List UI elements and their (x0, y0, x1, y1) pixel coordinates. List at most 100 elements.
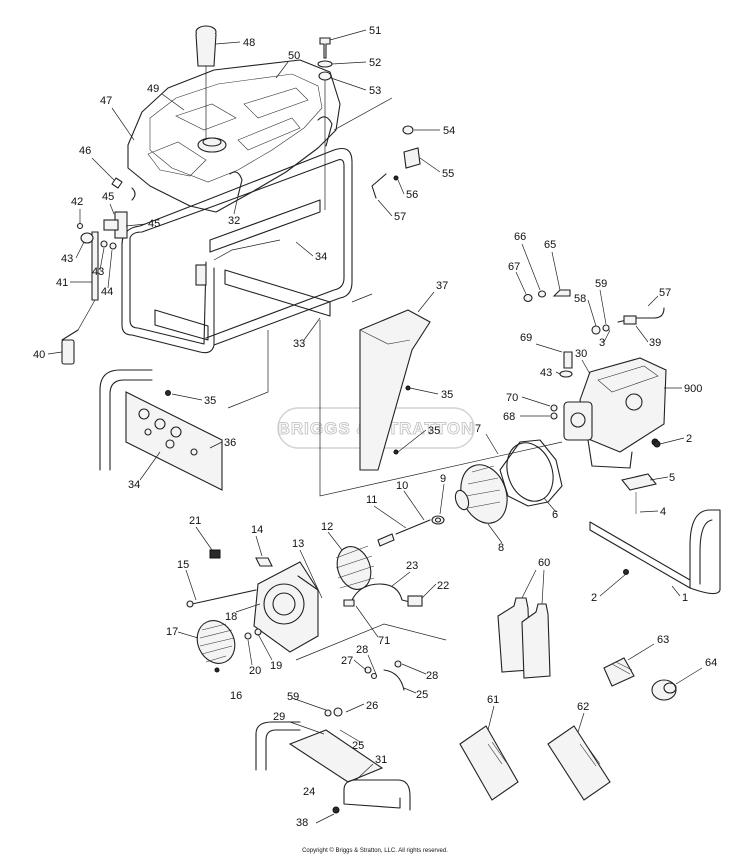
callout-69: 69 (520, 332, 532, 344)
tank-mount-hardware (317, 37, 333, 210)
callout-12: 12 (321, 521, 333, 533)
callout-41: 41 (56, 277, 68, 289)
callout-1: 1 (682, 592, 688, 604)
callout-43-b: 43 (92, 266, 104, 278)
end-cover (209, 549, 319, 653)
callout-54: 54 (443, 125, 455, 137)
callout-16: 16 (230, 690, 242, 702)
callout-17: 17 (166, 626, 178, 638)
callout-66: 66 (514, 231, 526, 243)
callout-44: 44 (101, 286, 113, 298)
frame (121, 147, 353, 354)
callout-45-b: 45 (148, 218, 160, 230)
engine-hardware (523, 289, 665, 448)
callout-68: 68 (503, 411, 515, 423)
callout-43: 43 (61, 253, 73, 265)
callout-57: 57 (394, 211, 406, 223)
callout-34-b: 34 (128, 479, 140, 491)
lower-frame (255, 709, 411, 814)
callout-20: 20 (249, 665, 261, 677)
callout-14: 14 (251, 524, 263, 536)
callout-36: 36 (224, 437, 236, 449)
callout-56: 56 (406, 189, 418, 201)
callout-10: 10 (396, 480, 408, 492)
end-grille (196, 620, 262, 673)
callout-8: 8 (498, 542, 504, 554)
callout-51: 51 (369, 25, 381, 37)
callout-30: 30 (575, 348, 587, 360)
callout-23: 23 (406, 560, 418, 572)
alternator (431, 439, 563, 525)
callout-47: 47 (100, 95, 112, 107)
callout-37: 37 (436, 280, 448, 292)
callout-27: 27 (341, 655, 353, 667)
manuals (459, 725, 611, 801)
callout-49: 49 (147, 83, 159, 95)
control-panel (99, 369, 223, 491)
callout-38: 38 (296, 817, 308, 829)
accessories (603, 657, 677, 701)
callout-25: 25 (416, 689, 428, 701)
callout-57-b: 57 (659, 287, 671, 299)
callout-65: 65 (544, 239, 556, 251)
callout-48: 48 (243, 37, 255, 49)
callout-18: 18 (225, 611, 237, 623)
tank-bracket-hardware (61, 177, 136, 365)
callout-45: 45 (102, 191, 114, 203)
callout-7: 7 (475, 423, 481, 435)
engine (563, 357, 667, 469)
callout-52: 52 (369, 57, 381, 69)
callout-39: 39 (649, 337, 661, 349)
callout-19: 19 (270, 660, 282, 672)
callout-9: 9 (440, 473, 446, 485)
wire-harness (343, 583, 423, 607)
callout-71: 71 (378, 635, 390, 647)
callout-6: 6 (552, 509, 558, 521)
callout-63: 63 (657, 634, 669, 646)
callout-24: 24 (303, 786, 315, 798)
callout-28-b: 28 (426, 670, 438, 682)
callout-4: 4 (660, 506, 666, 518)
callout-43-c: 43 (540, 367, 552, 379)
fuel-tank (127, 59, 341, 213)
callout-33: 33 (293, 338, 305, 350)
leader-lines (47, 29, 703, 824)
callout-53: 53 (369, 85, 381, 97)
callout-55: 55 (442, 168, 454, 180)
callout-11: 11 (366, 494, 377, 506)
callout-35-b: 35 (441, 389, 453, 401)
callout-13: 13 (292, 538, 304, 550)
callout-67: 67 (508, 261, 520, 273)
callout-21: 21 (189, 515, 201, 527)
oil-bottles (497, 597, 551, 679)
callout-50: 50 (288, 50, 300, 62)
callout-3: 3 (599, 337, 605, 349)
callout-32: 32 (228, 215, 240, 227)
callout-2-b: 2 (591, 592, 597, 604)
callout-29: 29 (273, 711, 285, 723)
fuel-fittings (371, 125, 421, 199)
callout-26: 26 (366, 700, 378, 712)
callout-60: 60 (538, 557, 550, 569)
callout-2: 2 (686, 433, 692, 445)
callout-34: 34 (315, 251, 327, 263)
callout-42: 42 (71, 196, 83, 208)
callout-5: 5 (669, 472, 675, 484)
callout-62: 62 (577, 701, 589, 713)
reference-lines (213, 97, 563, 661)
callout-25-b: 25 (352, 740, 364, 752)
callout-labels: 1 2 2 3 4 5 6 7 8 9 10 11 12 13 14 15 16… (33, 25, 717, 829)
callout-40: 40 (33, 349, 45, 361)
callout-70: 70 (506, 392, 518, 404)
callout-59: 59 (595, 278, 607, 290)
callout-22: 22 (437, 580, 449, 592)
fuel-gauge (195, 25, 217, 140)
callout-31: 31 (375, 754, 387, 766)
callout-35-c: 35 (428, 425, 440, 437)
callout-64: 64 (705, 657, 717, 669)
callout-35: 35 (204, 395, 216, 407)
ground-hardware (333, 660, 405, 717)
callout-15: 15 (177, 559, 189, 571)
